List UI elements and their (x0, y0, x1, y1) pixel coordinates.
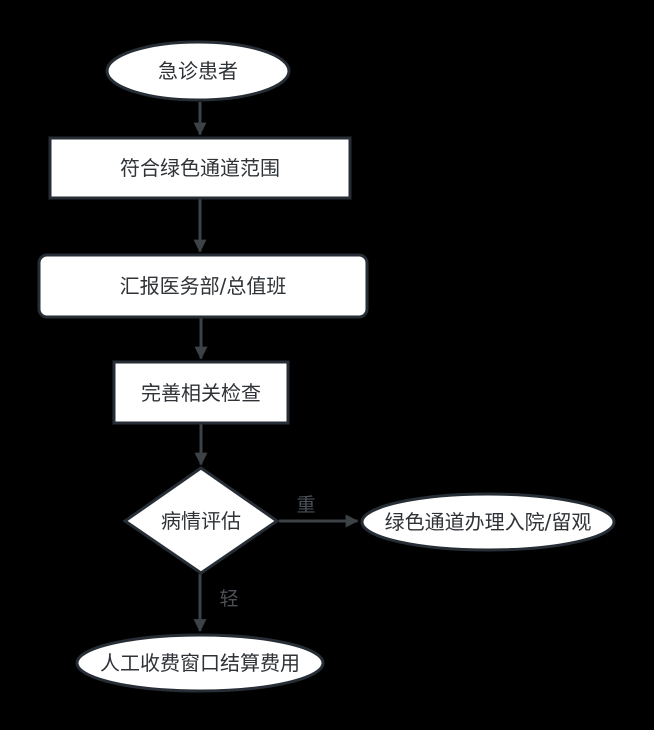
edge-assess-to-pay: 轻 (193, 574, 239, 633)
node-start-label: 急诊患者 (158, 59, 238, 83)
assess-diamond (122, 466, 280, 575)
node-scope-label: 符合绿色通道范围 (120, 156, 280, 180)
edge-assess-to-admit: 重 (279, 494, 359, 528)
edge-label-severe: 重 (296, 494, 315, 516)
pay-ellipse (75, 633, 325, 693)
node-exam-label: 完善相关检查 (141, 381, 261, 405)
node-assess: 病情评估 (122, 466, 280, 575)
node-start: 急诊患者 (105, 40, 291, 102)
edge-label-mild: 轻 (219, 588, 238, 610)
node-assess-label: 病情评估 (161, 509, 241, 533)
node-scope: 符合绿色通道范围 (48, 136, 352, 200)
node-admit: 绿色通道办理入院/留观 (360, 492, 616, 552)
node-pay-label: 人工收费窗口结算费用 (100, 651, 300, 675)
node-admit-label: 绿色通道办理入院/留观 (385, 510, 592, 534)
report-rounded-rect (37, 253, 369, 319)
scope-rect (48, 136, 352, 200)
node-exam: 完善相关检查 (112, 360, 290, 425)
admit-ellipse (360, 492, 616, 552)
exam-rect (112, 360, 290, 425)
node-report-label: 汇报医务部/总值班 (120, 274, 287, 298)
node-pay: 人工收费窗口结算费用 (75, 633, 325, 693)
start-ellipse (105, 40, 291, 102)
node-report: 汇报医务部/总值班 (37, 253, 369, 319)
